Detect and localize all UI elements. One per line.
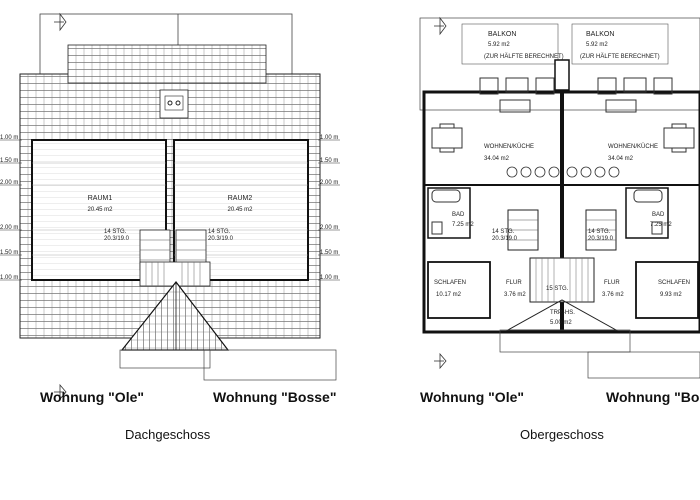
schlafen-left-label: SCHLAFEN xyxy=(434,280,466,286)
dim-right-0: 1.00 m xyxy=(320,135,338,141)
balkon-right-area: 5.92 m2 xyxy=(586,42,608,48)
schlafen-right-label: SCHLAFEN xyxy=(658,280,690,286)
dachgeschoss-plan xyxy=(0,12,340,401)
balkon-right-label: BALKON xyxy=(586,31,614,38)
stair-mid-label: 15 STG. xyxy=(546,286,569,292)
dim-left-1: 1.50 m xyxy=(0,158,18,164)
owner-bosse-ober: Wohnung "Bosse" xyxy=(606,389,700,405)
dim-right-4: 1.50 m xyxy=(320,250,338,256)
wohnen-right-label: WOHNEN/KÜCHE xyxy=(608,143,658,150)
dim-left-3: 2.00 m xyxy=(0,225,18,231)
balkon-left-note: (ZUR HÄLFTE BERECHNET) xyxy=(484,53,564,60)
flur-left-area: 3.76 m2 xyxy=(504,292,526,298)
flur-right-label: FLUR xyxy=(604,280,620,286)
balkon-left-label: BALKON xyxy=(488,31,516,38)
dim-right-3: 2.00 m xyxy=(320,225,338,231)
dim-right-1: 1.50 m xyxy=(320,158,338,164)
wohnen-right-area: 34.04 m2 xyxy=(608,156,634,162)
bad-left-label: BAD xyxy=(452,212,465,218)
title-dachgeschoss: Dachgeschoss xyxy=(125,427,211,442)
room2-label: RAUM2 xyxy=(228,195,253,202)
wohnen-left-area: 34.04 m2 xyxy=(484,156,510,162)
room1-label: RAUM1 xyxy=(88,195,113,202)
room1-area: 20.45 m2 xyxy=(87,207,113,213)
schlafen-left-area: 10.17 m2 xyxy=(436,292,462,298)
owner-ole-dach: Wohnung "Ole" xyxy=(40,389,145,405)
flur-left-label: FLUR xyxy=(506,280,522,286)
owner-ole-ober: Wohnung "Ole" xyxy=(420,389,525,405)
dim-right-2: 2.00 m xyxy=(320,180,338,186)
owner-bosse-dach: Wohnung "Bosse" xyxy=(213,389,337,405)
trp-label: TRP.-HS. xyxy=(550,310,575,316)
balkon-right-note: (ZUR HÄLFTE BERECHNET) xyxy=(580,53,660,60)
stair-og-left-label: 14 STG.20.3/19.0 xyxy=(492,229,518,242)
obergeschoss-plan xyxy=(419,16,700,379)
schlafen-right-area: 9.93 m2 xyxy=(660,292,682,298)
dim-right-5: 1.00 m xyxy=(320,275,338,281)
wohnen-left-label: WOHNEN/KÜCHE xyxy=(484,143,534,150)
bad-right-area: 7.25 m2 xyxy=(650,222,672,228)
dim-left-5: 1.00 m xyxy=(0,275,18,281)
dim-left-4: 1.50 m xyxy=(0,250,18,256)
room2-area: 20.45 m2 xyxy=(227,207,253,213)
flur-right-area: 3.76 m2 xyxy=(602,292,624,298)
trp-area: 5.00 m2 xyxy=(550,320,572,326)
title-obergeschoss: Obergeschoss xyxy=(520,427,604,442)
stair-og-right-label: 14 STG.20.3/19.0 xyxy=(588,229,614,242)
stair-right-label: 14 STG.20.3/19.0 xyxy=(208,229,234,242)
bad-right-label: BAD xyxy=(652,212,665,218)
stair-left-label: 14 STG.20.3/19.0 xyxy=(104,229,130,242)
dim-left-0: 1.00 m xyxy=(0,135,18,141)
dim-left-2: 2.00 m xyxy=(0,180,18,186)
balkon-left-area: 5.92 m2 xyxy=(488,42,510,48)
bad-left-area: 7.25 m2 xyxy=(452,222,474,228)
